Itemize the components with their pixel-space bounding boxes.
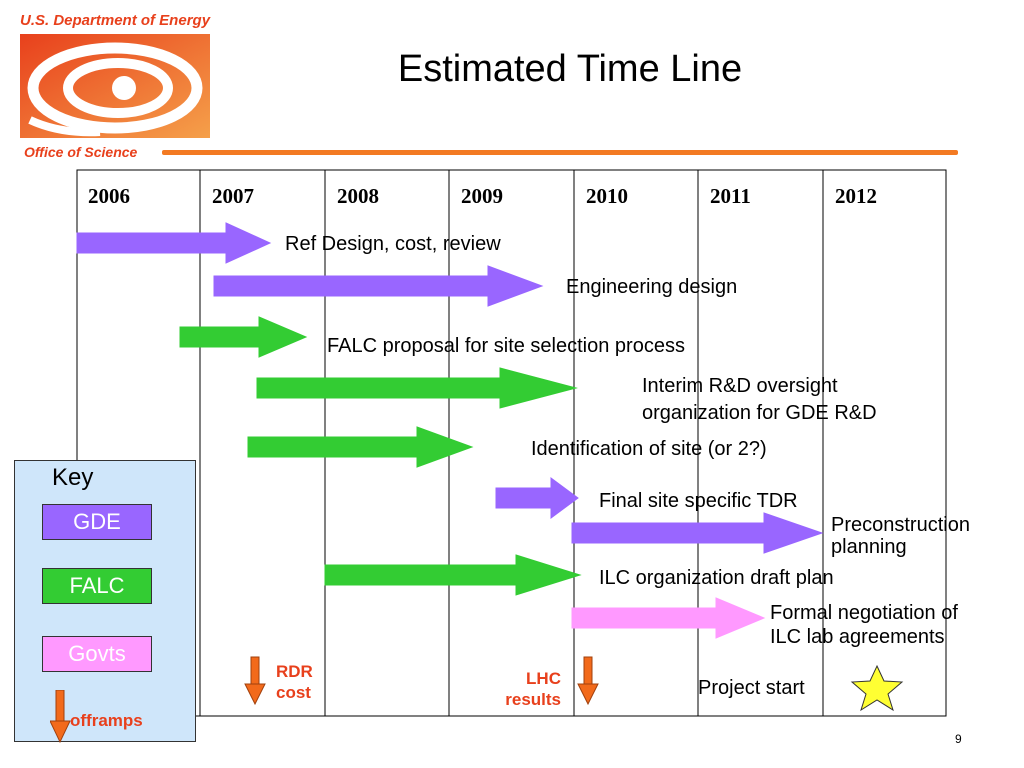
arrow-preconstruction: [571, 512, 824, 554]
task-label: FALC proposal for site selection process: [327, 335, 685, 357]
offramp-lhc-arrow-icon: [577, 656, 599, 706]
project-start-label: Project start: [698, 677, 805, 699]
key-gde-swatch: GDE: [42, 504, 152, 540]
year-2007: 2007: [212, 184, 254, 208]
doe-logo: [20, 34, 210, 138]
year-2008: 2008: [337, 184, 379, 208]
page-number: 9: [955, 732, 962, 746]
lhc-line2: results: [505, 690, 561, 709]
rdr-line2: cost: [276, 683, 311, 702]
lhc-line1: LHC: [526, 669, 561, 688]
org-name: U.S. Department of Energy: [20, 12, 211, 29]
arrow-final-tdr: [495, 477, 579, 519]
task-label-line2: ILC lab agreements: [770, 626, 945, 648]
rdr-line1: RDR: [276, 662, 313, 681]
task-label: Engineering design: [566, 276, 738, 298]
task-label: Interim R&D oversight: [642, 375, 838, 397]
page-title: Estimated Time Line: [397, 48, 743, 90]
task-label: Preconstruction: [831, 514, 970, 536]
task-label: Final site specific TDR: [599, 490, 798, 512]
offramp-rdr-arrow-icon: [244, 656, 266, 706]
arrow-formal-negotiation: [571, 597, 766, 639]
rdr-cost-label: RDR cost: [276, 661, 313, 703]
arrow-site-identification: [247, 426, 474, 468]
year-2009: 2009: [461, 184, 503, 208]
key-govts-swatch: Govts: [42, 636, 152, 672]
project-start-star-icon: [850, 664, 904, 712]
task-label: Identification of site (or 2?): [531, 438, 767, 460]
key-offramps-label: offramps: [70, 711, 143, 730]
arrow-falc-proposal: [179, 316, 308, 358]
task-label: ILC organization draft plan: [599, 567, 834, 589]
year-2012: 2012: [835, 184, 877, 208]
lhc-results-label: LHC results: [488, 668, 561, 710]
task-label-line2: organization for GDE R&D: [642, 402, 877, 424]
office-name: Office of Science: [24, 144, 138, 160]
task-label: Formal negotiation of: [770, 602, 958, 624]
task-label-line2: planning: [831, 536, 907, 558]
key-falc-swatch: FALC: [42, 568, 152, 604]
arrow-ref-design: [76, 222, 272, 264]
key-offramp-arrow-icon: [50, 690, 71, 744]
arrow-interim-oversight: [256, 367, 578, 409]
task-label: Ref Design, cost, review: [285, 233, 501, 255]
year-2010: 2010: [586, 184, 628, 208]
timeline-frame: [76, 169, 947, 717]
year-2011: 2011: [710, 184, 751, 208]
year-2006: 2006: [88, 184, 130, 208]
key-title: Key: [52, 464, 94, 491]
arrow-engineering-design: [213, 265, 544, 307]
arrow-ilc-draft-plan: [324, 554, 582, 596]
header-rule: [162, 150, 958, 155]
